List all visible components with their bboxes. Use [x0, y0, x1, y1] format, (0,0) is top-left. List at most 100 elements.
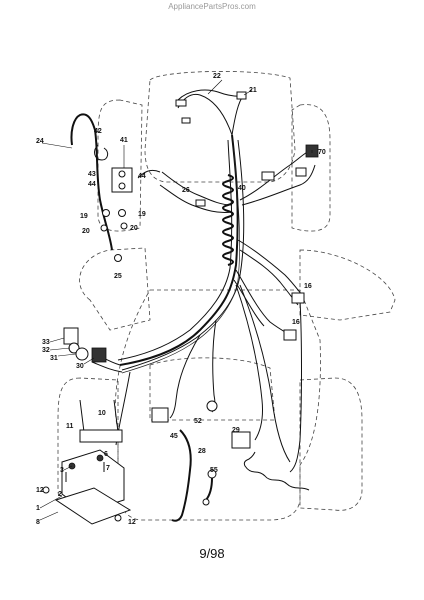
wire-to-45	[169, 334, 201, 419]
date-code: 9/98	[199, 546, 225, 561]
wire-to-52	[211, 319, 217, 413]
callout-26: 26	[182, 187, 190, 194]
callout-28: 28	[198, 448, 206, 455]
callout-55: 55	[210, 467, 218, 474]
nut-12-left	[42, 486, 50, 494]
wire-to-key-switch-b	[91, 361, 123, 373]
callout-19-right: 19	[138, 211, 146, 218]
bracket-33	[63, 327, 79, 345]
callout-44-right: 44	[138, 173, 146, 180]
callout-7: 7	[106, 465, 110, 472]
leader-8	[39, 511, 59, 521]
connector-22b	[181, 117, 191, 124]
wire-to-70b	[241, 164, 316, 206]
rod-10-left	[79, 399, 85, 433]
callout-12-left: 12	[36, 487, 44, 494]
fender-left-outline	[79, 247, 151, 331]
callout-70: 70	[318, 149, 326, 156]
callout-6: 6	[104, 451, 108, 458]
callout-8: 8	[36, 519, 40, 526]
switch-16-lower	[283, 329, 297, 341]
nut-20-right	[120, 222, 128, 230]
hood-outline	[144, 71, 296, 183]
switch-16-upper	[291, 292, 305, 304]
callout-42: 42	[94, 128, 102, 135]
harness-wrap	[222, 174, 234, 266]
solenoid-43	[111, 167, 133, 193]
callout-29: 29	[232, 427, 240, 434]
wire-to-29	[235, 284, 263, 441]
bolt-55	[207, 469, 217, 479]
connector-30	[91, 347, 107, 363]
part-52	[206, 400, 218, 412]
terminal-6	[96, 454, 104, 462]
callout-32: 32	[42, 347, 50, 354]
leader-3	[63, 465, 73, 471]
callout-40: 40	[238, 185, 246, 192]
main-harness	[91, 89, 316, 473]
front-left-wheel-outline	[97, 99, 143, 232]
callout-labels: 22 21 70 40 26 16 16 24 42 41 43 44 44 1…	[36, 73, 326, 526]
callout-19-left: 19	[80, 213, 88, 220]
nut-20-left	[100, 224, 108, 232]
callout-45: 45	[170, 433, 178, 440]
wire-to-26b	[159, 184, 233, 213]
terminal-55	[202, 498, 210, 506]
leader-24	[41, 142, 73, 149]
wire-to-29b	[239, 284, 291, 463]
leader-32	[49, 347, 71, 351]
callout-3: 3	[60, 467, 64, 474]
rear-deck-outline	[149, 357, 276, 421]
hold-down-11	[79, 429, 123, 443]
callout-12-right: 12	[128, 519, 136, 526]
wire-to-16-lower-b	[233, 279, 265, 327]
components	[42, 91, 319, 525]
wire-to-44	[137, 169, 161, 179]
callout-21: 21	[249, 87, 257, 94]
battery-tray-8	[54, 487, 132, 525]
rear-right-wheel-outline	[299, 377, 363, 511]
cable-55	[205, 477, 213, 501]
harness-wrap-coil	[222, 174, 234, 266]
leader-31	[57, 353, 77, 357]
rod-10-right	[113, 399, 119, 433]
nut-12-right	[114, 514, 122, 522]
callout-11: 11	[66, 423, 74, 430]
harness-strand-1	[117, 139, 233, 361]
callout-31: 31	[50, 355, 58, 362]
callout-10: 10	[98, 410, 106, 417]
wire-to-coil	[289, 299, 302, 473]
harness-strand-3	[121, 149, 240, 374]
seat-deck-outline	[114, 289, 321, 521]
callout-52: 52	[194, 418, 202, 425]
cable-42	[94, 144, 109, 161]
callout-30: 30	[76, 363, 84, 370]
key-switch-31	[75, 347, 89, 361]
part-45	[151, 407, 169, 423]
callout-1: 1	[36, 505, 40, 512]
wire-to-22b	[177, 89, 245, 101]
fender-right-outline	[299, 249, 396, 321]
connector-40	[261, 171, 275, 181]
callout-25: 25	[114, 273, 122, 280]
harness-strand-2	[121, 139, 245, 371]
wire-to-16-upper	[237, 239, 303, 296]
connector-26	[195, 199, 206, 207]
callout-20-right: 20	[130, 225, 138, 232]
leader-30	[83, 357, 95, 365]
tractor-outline	[57, 71, 396, 521]
washer-19-left	[102, 209, 110, 217]
terminal-41	[118, 170, 126, 178]
connector-22	[175, 99, 187, 107]
callout-22: 22	[213, 73, 221, 80]
leader-1	[39, 495, 63, 509]
front-right-wheel-outline	[291, 104, 331, 232]
callout-20-left: 20	[82, 228, 90, 235]
cable-28	[171, 429, 192, 522]
callout-16-lower: 16	[292, 319, 300, 326]
callout-41: 41	[120, 137, 128, 144]
callout-16-upper: 16	[304, 283, 312, 290]
wire-to-26	[161, 171, 233, 206]
wire-to-16-upper-b	[239, 249, 299, 306]
callout-44-left: 44	[88, 181, 96, 188]
